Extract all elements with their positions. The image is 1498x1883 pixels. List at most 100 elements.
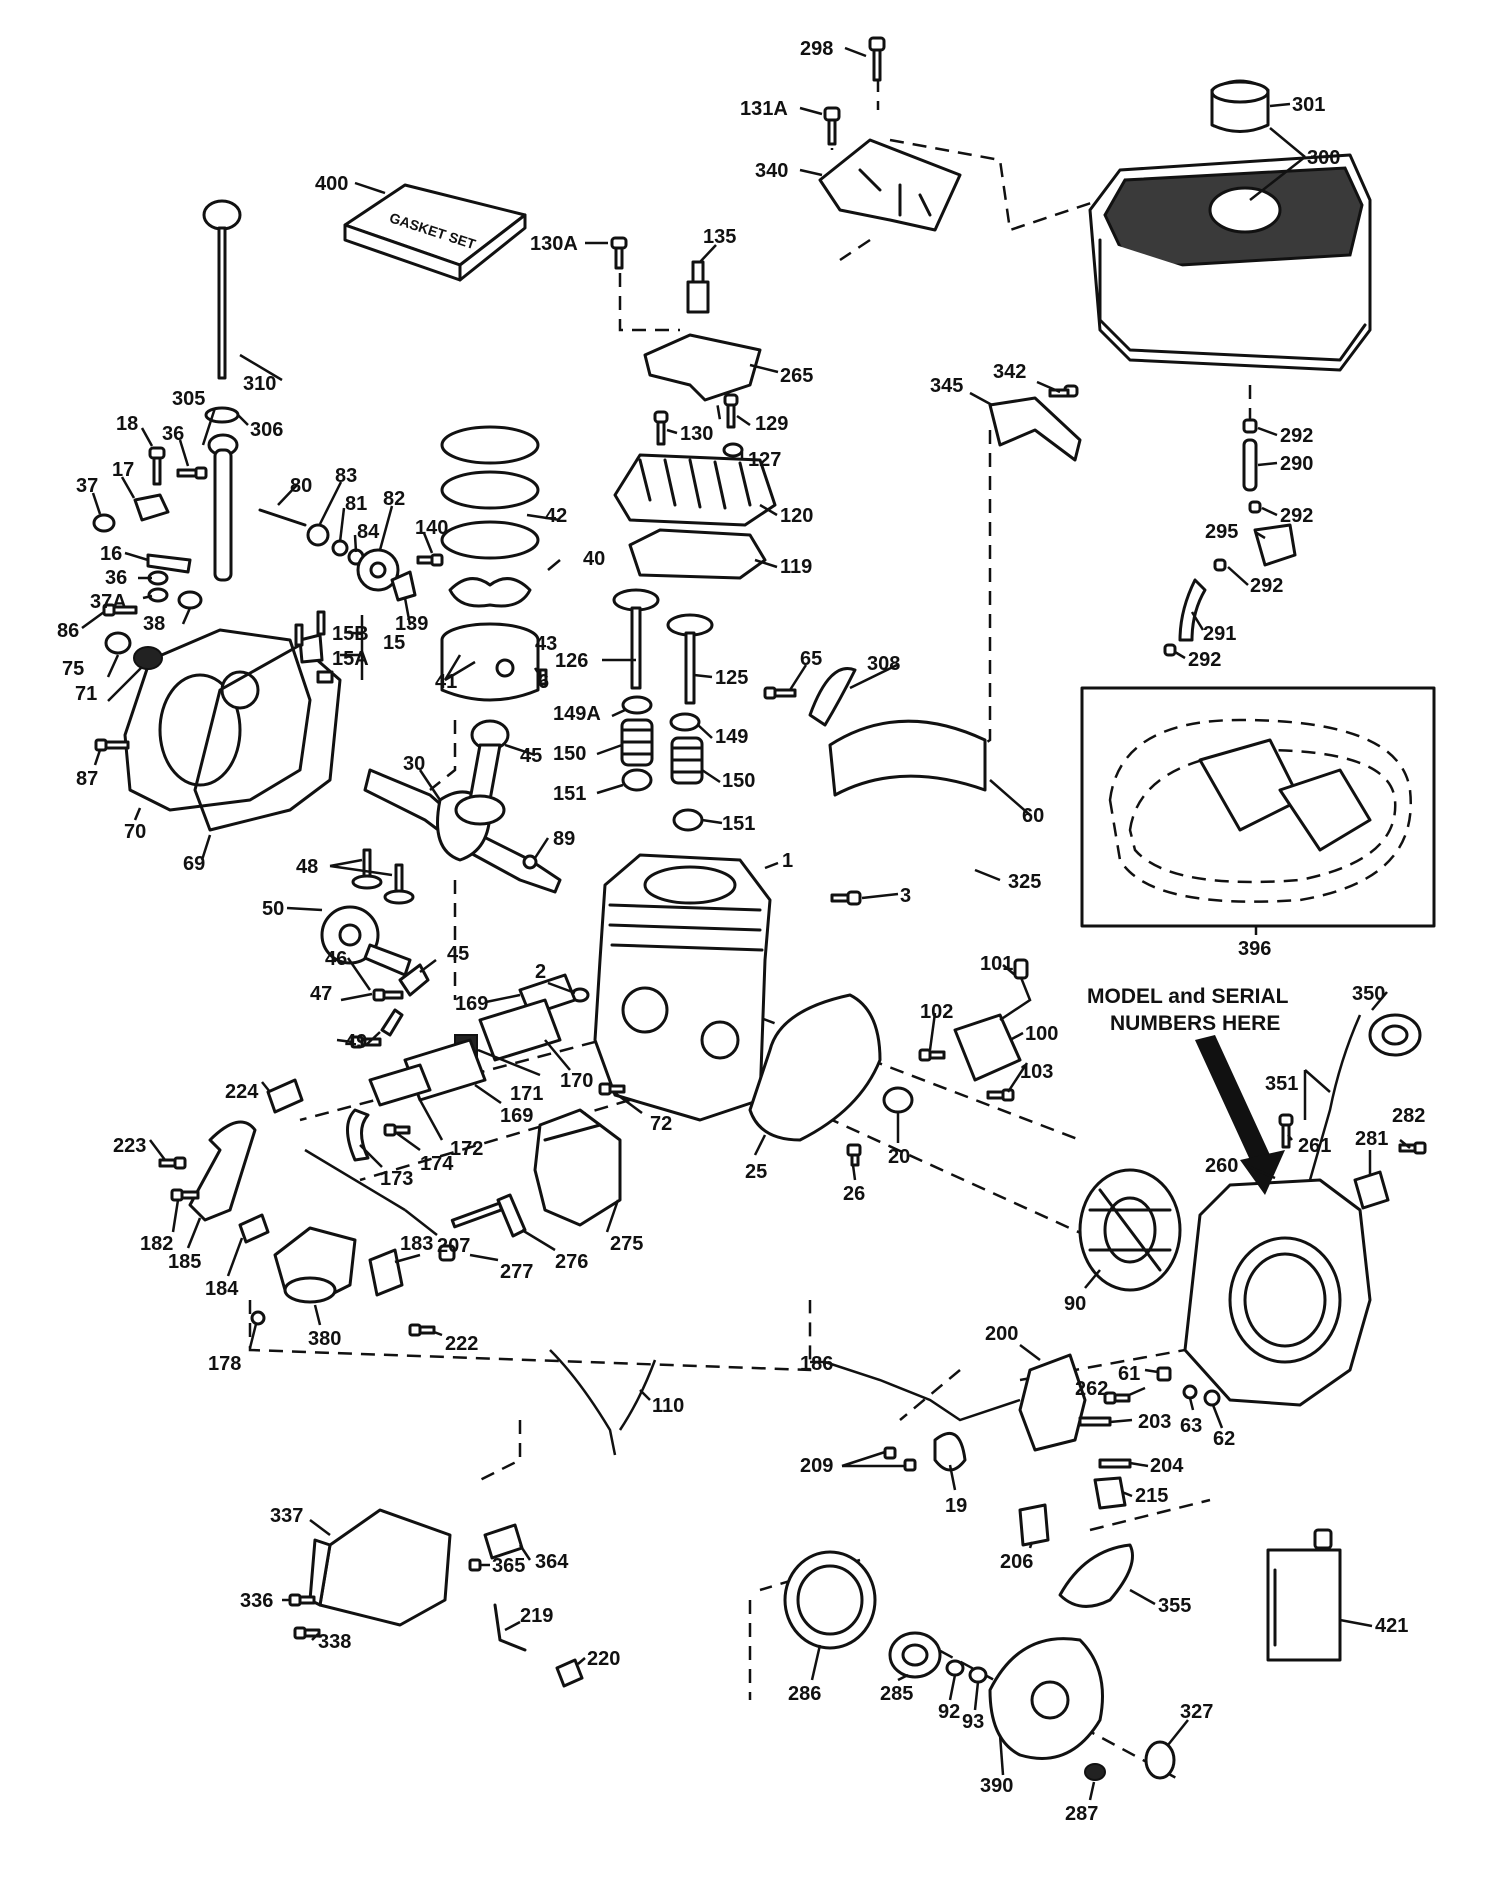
label-337: 337 [270,1505,303,1527]
gear-82-icon [356,548,400,592]
label-150b: 150 [722,770,755,792]
label-169b: 169 [500,1105,533,1127]
crankshaft-30-icon [363,768,562,894]
leader-lines [81,46,1411,1801]
label-173: 173 [380,1168,413,1190]
clip-308-icon [808,667,857,727]
label-25: 25 [745,1161,767,1183]
label-305: 305 [172,388,205,410]
label-340: 340 [755,160,788,182]
label-290: 290 [1280,453,1313,475]
label-277: 277 [500,1261,533,1283]
label-119: 119 [780,556,812,578]
back-plate-25-icon [748,993,882,1142]
label-308: 308 [867,653,900,675]
bolt-3-icon [830,890,862,906]
pin-80-icon [258,508,307,527]
valve-126-icon [612,588,660,690]
label-342: 342 [993,361,1026,383]
ignition-module-100-icon [953,1013,1022,1082]
model-serial-text-line2: NUMBERS HERE [1110,1012,1280,1035]
wire-351-icon [1308,1014,1362,1181]
bolt-131a-icon [823,106,841,146]
blower-housing-260-icon [1183,1178,1372,1407]
label-127: 127 [748,449,781,471]
washer-92-icon [945,1659,965,1677]
wire-harness-110-icon [549,1349,657,1456]
washer-81-icon [331,539,349,557]
label-20: 20 [888,1146,910,1168]
label-81: 81 [345,493,367,515]
washer-127-icon [722,442,744,458]
link-49-icon [380,1008,404,1037]
clamp-292b-icon [1248,500,1262,514]
label-204: 204 [1150,1455,1184,1477]
fuel-line-291-icon [1178,578,1207,642]
nut-62-icon [1203,1389,1221,1407]
intake-pipe-185-icon [188,1120,257,1222]
cylinder-block-1-icon [593,853,772,1122]
screw-261-icon [1278,1113,1294,1149]
screw-365-icon [468,1558,482,1572]
screw-103-icon [986,1088,1015,1102]
screw-174-icon [383,1123,411,1137]
label-169a: 169 [455,993,488,1015]
label-120: 120 [780,505,813,527]
label-338: 338 [318,1631,351,1653]
spring-150a-icon [620,718,654,767]
spark-lead-101-icon [999,974,1032,1022]
nut-287-icon [1084,1763,1106,1781]
model-serial-callout: MODEL and SERIAL NUMBERS HERE [1087,985,1289,1195]
label-260: 260 [1205,1155,1238,1177]
bushing-15a-icon [316,670,334,684]
label-183: 183 [400,1233,433,1255]
label-83: 83 [335,465,357,487]
retainer-151a-icon [621,768,653,792]
valve-125-icon [666,613,714,705]
label-421: 421 [1375,1615,1408,1637]
rewind-starter-390-icon [988,1637,1104,1760]
label-292c: 292 [1250,575,1283,597]
label-16: 16 [100,543,122,565]
screw-223-icon [158,1156,187,1170]
label-300: 300 [1307,147,1340,169]
spark-plug-135-icon [686,260,710,314]
label-207: 207 [437,1235,470,1257]
label-336: 336 [240,1590,273,1612]
label-43: 43 [535,633,557,655]
label-62: 62 [1213,1428,1235,1450]
oil-bottle-421-icon [1266,1528,1342,1662]
label-286: 286 [788,1683,821,1705]
crankcase-cover-70-icon [123,628,312,812]
label-396: 396 [1238,938,1271,960]
washer-83-icon [306,523,330,547]
label-295: 295 [1205,521,1238,543]
screw-338-icon [293,1626,321,1640]
label-203: 203 [1138,1411,1171,1433]
gasket-set-400-icon: GASKET SET [343,183,527,282]
label-36a: 36 [162,423,184,445]
cap-101-icon [1013,958,1029,980]
washer-63-icon [1182,1384,1198,1400]
label-285: 285 [880,1683,913,1705]
bolt-277-icon [438,1201,504,1262]
label-130a: 130A [530,233,578,255]
screw-282-icon [1398,1141,1427,1155]
label-355: 355 [1158,1595,1191,1617]
label-110: 110 [652,1395,684,1417]
label-281: 281 [1355,1128,1388,1150]
screw-15b-icon [294,623,304,647]
bolt-129-icon [723,393,739,429]
bolt-18-icon [148,446,166,486]
label-100: 100 [1025,1023,1058,1045]
label-93: 93 [962,1711,984,1733]
screw-182-icon [170,1188,200,1202]
callout-labels: 298 131A 340 301 300 400 135 130A 310 26… [57,38,1425,1825]
label-30: 30 [403,753,425,775]
seal-75-icon [104,631,132,655]
label-185: 185 [168,1251,201,1273]
label-275: 275 [610,1233,643,1255]
label-37: 37 [76,475,98,497]
label-301: 301 [1292,94,1325,116]
